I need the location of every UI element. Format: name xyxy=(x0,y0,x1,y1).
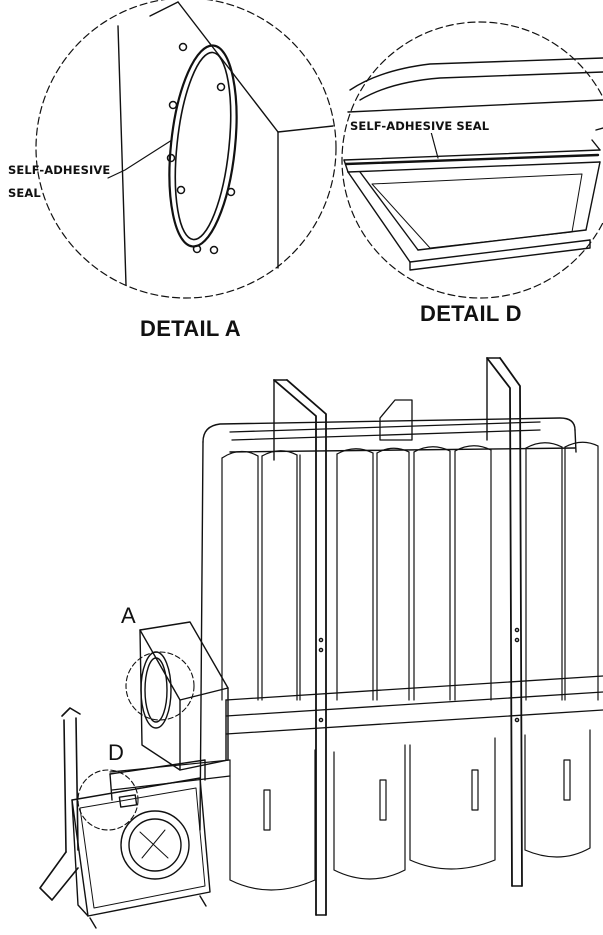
detail-d-view xyxy=(341,21,603,299)
detail-a-leader-line xyxy=(107,139,173,179)
detail-d-marker xyxy=(77,769,139,831)
side-handle xyxy=(39,707,81,901)
detail-d-leader-line xyxy=(429,127,439,159)
detail-a-seal-ring xyxy=(174,51,232,241)
callout-d-label: D xyxy=(108,740,124,765)
detail-d-seal-label: SELF-ADHESIVE SEAL xyxy=(350,119,490,133)
fan-housing xyxy=(71,759,211,929)
main-assembly xyxy=(39,357,603,929)
detail-a-seal-label-line1: SELF-ADHESIVE xyxy=(8,163,111,177)
detail-d-title: DETAIL D xyxy=(420,301,522,326)
detail-a-marker xyxy=(125,651,195,721)
callout-a-label: A xyxy=(121,603,136,628)
detail-a-seal-label-line2: SEAL xyxy=(8,186,41,200)
detail-d-seal-strip xyxy=(344,153,600,166)
detail-a-title: DETAIL A xyxy=(140,316,241,341)
detail-a-bolt-holes xyxy=(166,42,236,255)
detail-a-view xyxy=(35,0,337,299)
filter-tubes xyxy=(221,441,599,701)
left-support-post xyxy=(273,379,327,916)
right-support-post xyxy=(486,357,523,887)
collection-drums xyxy=(229,729,591,891)
inlet-duct xyxy=(139,621,229,771)
detail-a-flange xyxy=(168,44,238,248)
